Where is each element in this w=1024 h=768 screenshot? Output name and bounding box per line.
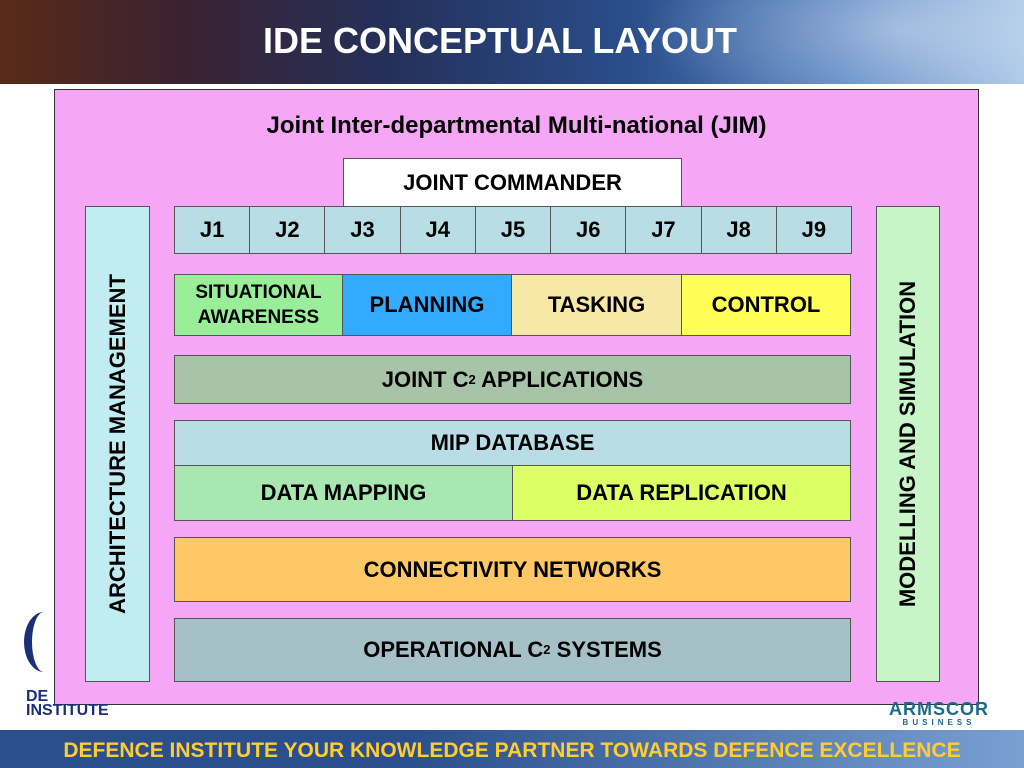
defence-institute-logo: DE INSTITUTE	[26, 688, 136, 719]
modelling-and-simulation-label: MODELLING AND SIMULATION	[895, 280, 920, 608]
operational-c2-suffix: SYSTEMS	[550, 637, 662, 662]
j-box-j1: J1	[174, 206, 251, 254]
defence-institute-logo-line2: INSTITUTE	[26, 702, 109, 719]
operational-c2-prefix: OPERATIONAL C	[363, 637, 544, 662]
connectivity-networks-box: CONNECTIVITY NETWORKS	[174, 537, 851, 602]
jim-title: Joint Inter-departmental Multi-national …	[266, 112, 767, 139]
architecture-management-label: ARCHITECTURE MANAGEMENT	[104, 274, 130, 614]
situational-awareness-box: SITUATIONAL AWARENESS	[174, 274, 343, 336]
j-box-j5: J5	[474, 206, 552, 254]
situational-line1: SITUATIONAL	[195, 282, 322, 303]
data-replication-box: DATA REPLICATION	[512, 465, 851, 521]
j-box-j6: J6	[550, 206, 627, 254]
mip-database-box: MIP DATABASE	[174, 420, 851, 466]
j-box-j2: J2	[249, 206, 326, 254]
page-title: IDE CONCEPTUAL LAYOUT	[262, 20, 738, 61]
defence-institute-logo-line1: DE	[26, 688, 49, 705]
joint-commander-box: JOINT COMMANDER	[343, 158, 682, 207]
j-box-j9: J9	[775, 206, 852, 254]
control-box: CONTROL	[681, 274, 851, 336]
data-mapping-box: DATA MAPPING	[174, 465, 513, 521]
j-box-j7: J7	[625, 206, 702, 254]
tasking-box: TASKING	[511, 274, 682, 336]
defence-institute-swoosh	[24, 612, 64, 672]
header-banner	[0, 0, 1024, 84]
j-box-j8: J8	[700, 206, 777, 254]
j-box-j3: J3	[324, 206, 401, 254]
architecture-management-column: ARCHITECTURE MANAGEMENT	[85, 206, 150, 682]
situational-line2: AWARENESS	[197, 307, 320, 328]
header-swoosh	[640, 0, 1024, 84]
planning-box: PLANNING	[342, 274, 512, 336]
modelling-and-simulation-column: MODELLING AND SIMULATION	[876, 206, 940, 682]
footer-slogan: DEFENCE INSTITUTE YOUR KNOWLEDGE PARTNER…	[63, 739, 961, 762]
joint-c2-prefix: JOINT C	[381, 366, 469, 392]
armscor-logo: ARMSCOR BUSINESS	[864, 700, 1014, 728]
j-box-j4: J4	[399, 206, 476, 254]
joint-c2-suffix: APPLICATIONS	[475, 366, 644, 392]
footer-bar	[0, 730, 1024, 768]
armscor-logo-sub: BUSINESS	[902, 718, 976, 727]
armscor-logo-main: ARMSCOR	[889, 699, 989, 719]
